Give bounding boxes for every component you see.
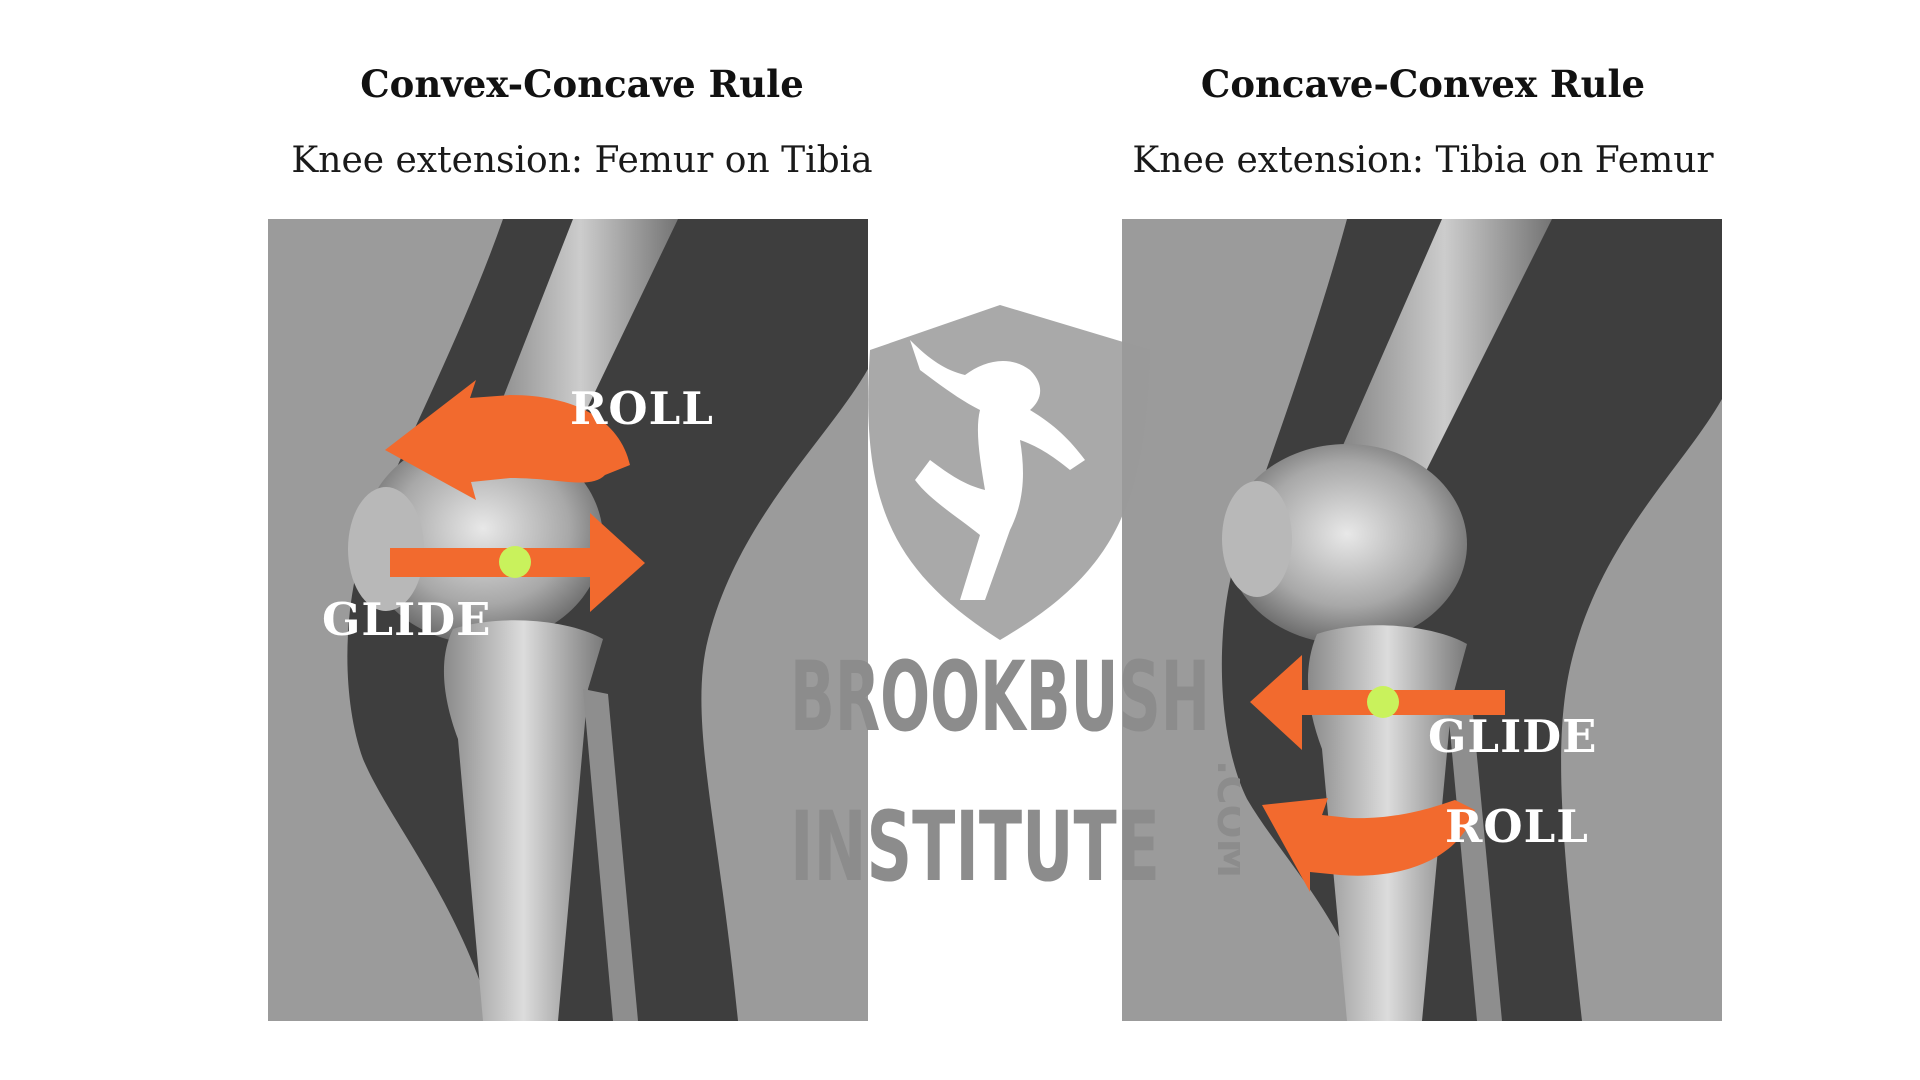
fibula <box>1447 699 1502 1021</box>
left-roll-label: ROLL <box>570 382 714 435</box>
runner-silhouette-icon <box>910 340 1085 600</box>
left-panel-title: Convex-Concave Rule <box>360 62 804 106</box>
fibula <box>583 689 638 1021</box>
right-glide-label: GLIDE <box>1428 710 1598 763</box>
left-axis-dot-icon <box>499 546 531 578</box>
brookbush-logo: BROOKBUSH INSTITUTE .COM <box>790 305 1240 890</box>
watermark-line2: INSTITUTE <box>790 791 1160 890</box>
femur-shaft <box>1337 219 1552 479</box>
patella <box>1222 481 1292 597</box>
watermark-line1: BROOKBUSH <box>790 641 1210 753</box>
right-roll-arrow-icon <box>1262 798 1475 892</box>
femur-condyle <box>1227 444 1467 644</box>
right-axis-dot-icon <box>1367 686 1399 718</box>
watermark-suffix: .COM <box>1208 760 1240 878</box>
left-glide-label: GLIDE <box>322 593 492 646</box>
patella <box>348 487 424 611</box>
femur-condyle <box>363 434 603 644</box>
right-panel-title: Concave-Convex Rule <box>1200 62 1646 106</box>
left-panel-subtitle: Knee extension: Femur on Tibia <box>291 140 873 181</box>
left-roll-arrow-icon <box>385 380 630 500</box>
tibia <box>443 620 603 1021</box>
left-knee-xray <box>268 219 868 1021</box>
right-panel-subtitle: Knee extension: Tibia on Femur <box>1132 140 1714 181</box>
right-roll-label: ROLL <box>1445 800 1589 853</box>
